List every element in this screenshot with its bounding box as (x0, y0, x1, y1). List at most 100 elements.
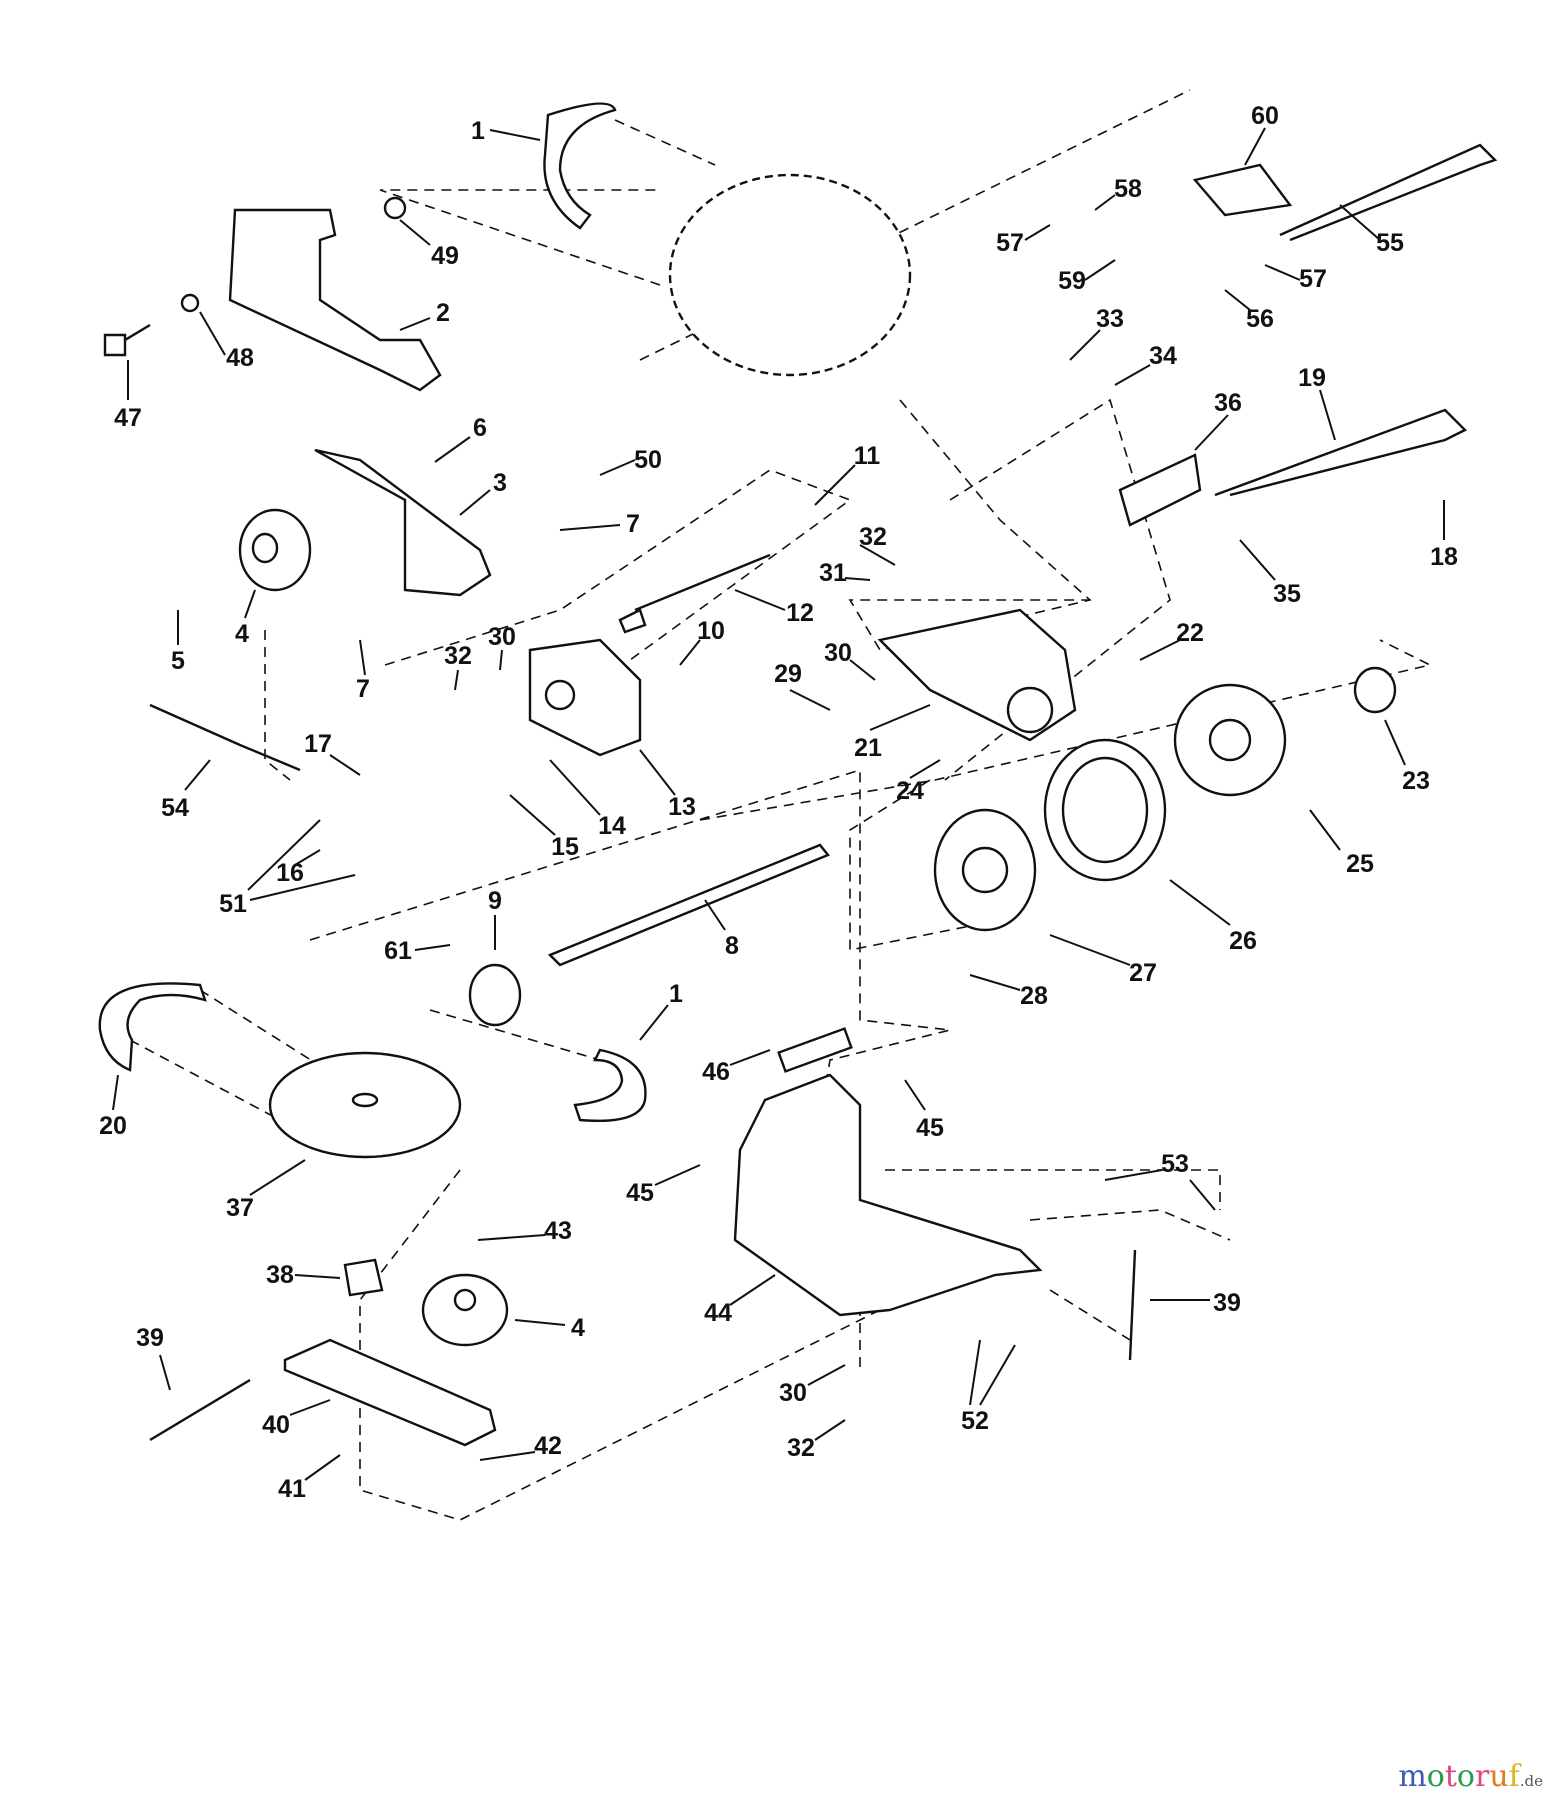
control-rod (1214, 408, 1468, 497)
idler-arm (283, 1338, 497, 1447)
parts (98, 102, 1498, 1447)
callout-45: 45 (916, 1114, 944, 1142)
bolt (103, 323, 151, 357)
callout-45: 45 (626, 1179, 654, 1207)
drive-shaft (547, 843, 830, 967)
callout-19: 19 (1298, 364, 1326, 392)
callout-28: 28 (1020, 982, 1048, 1010)
callout-12: 12 (786, 599, 814, 627)
callout-32: 32 (787, 1434, 815, 1462)
callout-49: 49 (431, 242, 459, 270)
callout-56: 56 (1246, 305, 1274, 333)
callout-47: 47 (114, 404, 142, 432)
callout-55: 55 (1376, 229, 1404, 257)
callout-4: 4 (235, 620, 249, 648)
callout-32: 32 (444, 642, 472, 670)
callout-36: 36 (1214, 389, 1242, 417)
watermark-suffix: .de (1519, 1772, 1543, 1790)
washer (383, 196, 407, 220)
callout-44: 44 (704, 1299, 732, 1327)
mounting-bracket (228, 208, 442, 392)
callout-53: 53 (1161, 1150, 1189, 1178)
callouts: 1 49 2 48 47 60 58 57 59 57 56 55 33 34 … (99, 102, 1458, 1503)
idler-support-bracket (733, 1073, 1043, 1317)
callout-43: 43 (544, 1217, 572, 1245)
callout-61: 61 (384, 937, 412, 965)
callout-1: 1 (471, 117, 485, 145)
callout-54: 54 (161, 794, 189, 822)
callout-16: 16 (276, 859, 304, 887)
callout-35: 35 (1273, 580, 1301, 608)
callout-27: 27 (1129, 959, 1157, 987)
lock-washer (180, 293, 200, 313)
watermark-logo: motoruf.de (1398, 1759, 1543, 1794)
pivot-bracket (528, 638, 642, 757)
callout-9: 9 (488, 887, 502, 915)
watermark-letter: o (1426, 1759, 1445, 1794)
callout-40: 40 (262, 1411, 290, 1439)
callout-13: 13 (668, 793, 696, 821)
callout-7: 7 (356, 675, 370, 703)
callout-30: 30 (488, 623, 516, 651)
belt-guide-upper (543, 102, 617, 230)
shaft (618, 553, 771, 634)
callout-57: 57 (996, 229, 1024, 257)
watermark-text: motoruf (1398, 1759, 1519, 1794)
callout-18: 18 (1430, 543, 1458, 571)
callout-25: 25 (1346, 850, 1374, 878)
callout-8: 8 (725, 932, 739, 960)
callout-57: 57 (1299, 265, 1327, 293)
callout-31: 31 (819, 559, 847, 587)
callout-58: 58 (1114, 175, 1142, 203)
callout-37: 37 (226, 1194, 254, 1222)
callout-26: 26 (1229, 927, 1257, 955)
callout-22: 22 (1176, 619, 1204, 647)
callout-42: 42 (534, 1432, 562, 1460)
bearing (1353, 666, 1397, 714)
callout-14: 14 (598, 812, 626, 840)
callout-30: 30 (779, 1379, 807, 1407)
callout-41: 41 (278, 1475, 306, 1503)
callout-11: 11 (854, 442, 881, 470)
callout-46: 46 (702, 1058, 730, 1086)
callout-23: 23 (1402, 767, 1430, 795)
guard (1192, 163, 1293, 217)
shaft-pulley (468, 963, 522, 1027)
callout-24: 24 (896, 777, 924, 805)
spring-right (1128, 1249, 1137, 1361)
watermark-letter: f (1508, 1759, 1520, 1794)
watermark-letter: r (1474, 1759, 1490, 1794)
callout-32: 32 (859, 523, 887, 551)
callout-50: 50 (634, 446, 662, 474)
callout-52: 52 (961, 1407, 989, 1435)
callout-5: 5 (171, 647, 185, 675)
shift-rod (1279, 143, 1498, 242)
callout-15: 15 (551, 833, 579, 861)
callout-17: 17 (304, 730, 332, 758)
callout-60: 60 (1251, 102, 1279, 130)
idler-bracket (314, 448, 492, 597)
callout-38: 38 (266, 1261, 294, 1289)
callout-34: 34 (1149, 342, 1177, 370)
spring-upper (149, 703, 301, 772)
callout-30: 30 (824, 639, 852, 667)
watermark-letter: u (1489, 1759, 1509, 1794)
belt-guide-left (98, 982, 207, 1072)
callout-39: 39 (136, 1324, 164, 1352)
spacer (343, 1258, 384, 1297)
leader-lines (112, 127, 1445, 1481)
callout-59: 59 (1058, 267, 1086, 295)
callout-21: 21 (854, 734, 882, 762)
callout-48: 48 (226, 344, 254, 372)
callout-39: 39 (1213, 1289, 1241, 1317)
lever-plate (1118, 453, 1202, 527)
belt-guide-lower (573, 1048, 647, 1122)
callout-10: 10 (697, 617, 725, 645)
callout-29: 29 (774, 660, 802, 688)
watermark-letter: o (1456, 1759, 1475, 1794)
callout-51: 51 (219, 890, 247, 918)
callout-7: 7 (626, 510, 640, 538)
watermark-letter: t (1444, 1759, 1457, 1794)
